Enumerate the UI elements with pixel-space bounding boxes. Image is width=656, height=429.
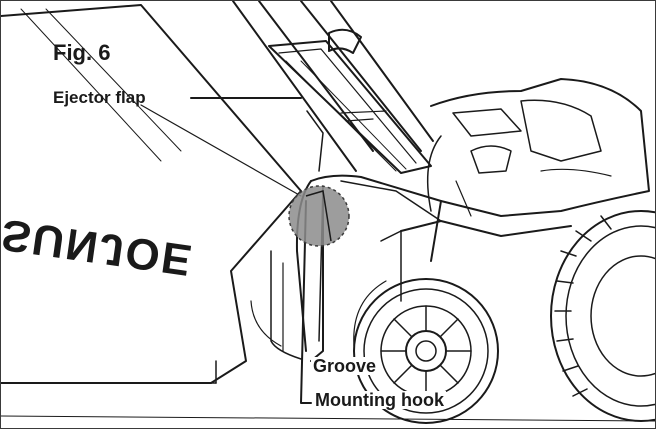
svg-text:SUNJOE: SUNJOE xyxy=(1,210,196,285)
ejector-flap-label: Ejector flap xyxy=(53,88,146,107)
grass-bag xyxy=(1,4,302,384)
highlight-circle xyxy=(288,185,350,247)
brand-logo: SUNJOE xyxy=(1,210,196,285)
figure-number: Fig. 6 xyxy=(53,40,111,65)
handle-bar xyxy=(232,1,434,172)
groove-label: Groove xyxy=(311,356,379,376)
ground-line xyxy=(1,415,655,422)
front-wheel xyxy=(550,210,655,422)
mounting-hook-label: Mounting hook xyxy=(313,390,446,410)
callout-leaders xyxy=(190,97,324,404)
motor-body xyxy=(380,78,650,302)
ejector-flap xyxy=(268,40,432,174)
